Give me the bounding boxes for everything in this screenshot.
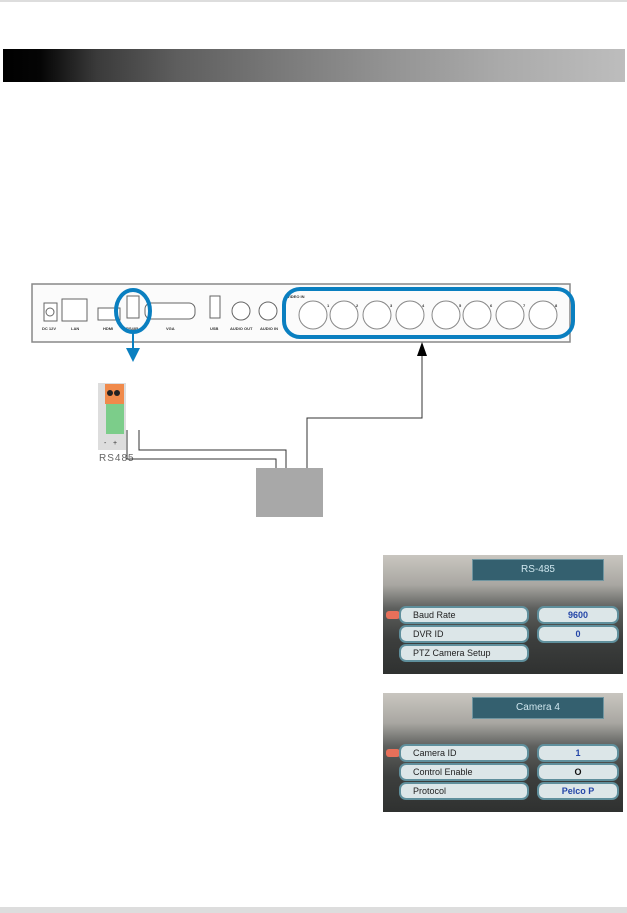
menu-item-control-enable[interactable]: Control Enable — [399, 763, 529, 781]
label-audio-in: AUDIO IN — [260, 326, 278, 331]
menu-item-protocol[interactable]: Protocol — [399, 782, 529, 800]
label-dc: DC 12V — [42, 326, 56, 331]
camera-settings-screen: Camera 4 Camera ID 1 Control Enable O Pr… — [383, 693, 623, 812]
wires — [126, 354, 423, 469]
channel-label: 8 — [555, 303, 558, 308]
terminal-label: RS485 — [99, 453, 135, 464]
channel-label: 5 — [459, 303, 462, 308]
label-usb: USB — [210, 326, 219, 331]
channel-label: 4 — [422, 303, 425, 308]
label-vga: VGA — [166, 326, 175, 331]
label-lan: LAN — [71, 326, 79, 331]
channel-label: 7 — [523, 303, 526, 308]
video-inputs-highlight — [282, 287, 575, 339]
label-audio-out: AUDIO OUT — [230, 326, 253, 331]
protocol-value[interactable]: Pelco P — [537, 782, 619, 800]
menu-item-baud-rate[interactable]: Baud Rate — [399, 606, 529, 624]
label-rs485: RS485 — [126, 326, 139, 331]
terminal-plus: + — [113, 440, 117, 447]
baud-rate-value[interactable]: 9600 — [537, 606, 619, 624]
terminal-minus: - — [104, 440, 107, 447]
channel-label: 2 — [356, 303, 359, 308]
osd-title: RS-485 — [472, 559, 604, 581]
menu-item-ptz-camera-setup[interactable]: PTZ Camera Setup — [399, 644, 529, 662]
page-footer-band — [0, 907, 627, 913]
channel-label: 3 — [390, 303, 393, 308]
label-video-in: VIDEO IN — [287, 294, 305, 299]
channel-label: 6 — [490, 303, 493, 308]
menu-item-dvr-id[interactable]: DVR ID — [399, 625, 529, 643]
ptz-camera-box — [256, 468, 323, 517]
dvr-back-panel: DC 12V LAN HDMI RS485 VGA USB AUDIO OUT … — [31, 283, 571, 343]
dvr-id-value[interactable]: 0 — [537, 625, 619, 643]
osd-title: Camera 4 — [472, 697, 604, 719]
menu-item-camera-id[interactable]: Camera ID — [399, 744, 529, 762]
camera-id-value[interactable]: 1 — [537, 744, 619, 762]
connection-diagram: DC 12V LAN HDMI RS485 VGA USB AUDIO OUT … — [31, 283, 575, 517]
control-enable-value[interactable]: O — [537, 763, 619, 781]
rs485-terminal-block: - + RS485 — [98, 383, 135, 464]
label-hdmi: HDMI — [103, 326, 113, 331]
hand-pointer-icon — [386, 611, 400, 619]
section-header-bar — [3, 49, 625, 82]
top-border — [0, 0, 627, 2]
rs485-settings-screen: RS-485 Baud Rate 9600 DVR ID 0 PTZ Camer… — [383, 555, 623, 674]
arrow-up-icon — [417, 342, 427, 356]
hand-pointer-icon — [386, 749, 400, 757]
arrow-down-icon — [126, 348, 140, 362]
channel-label: 1 — [327, 303, 330, 308]
